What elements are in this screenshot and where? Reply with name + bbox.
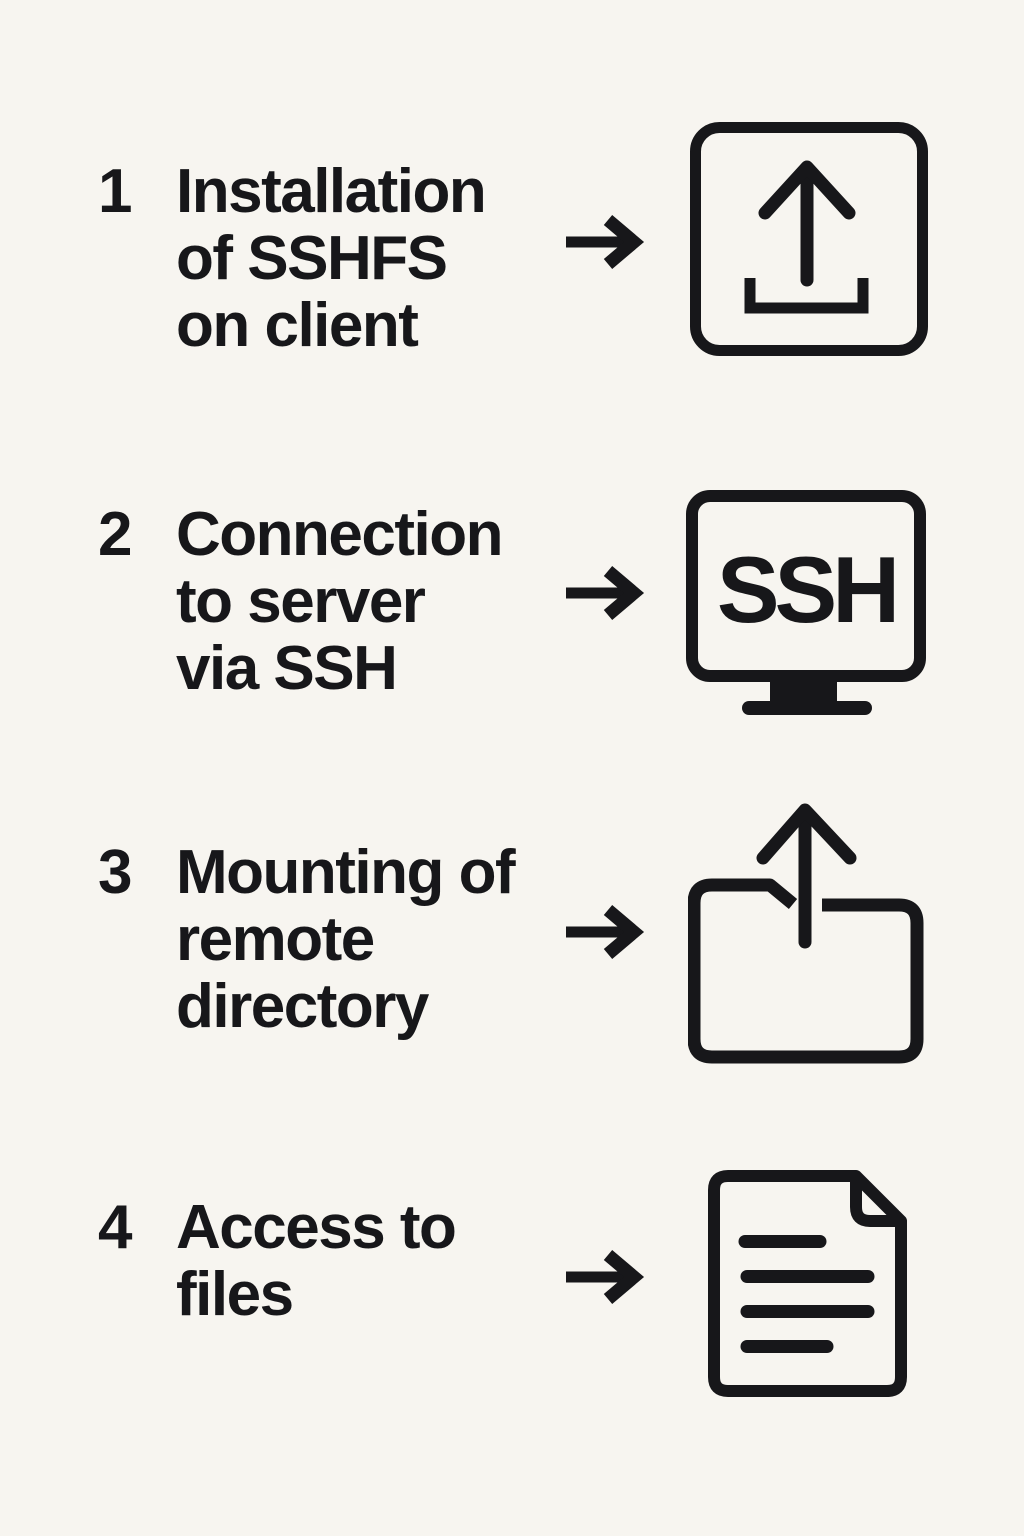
- step-number: 1: [98, 157, 132, 226]
- file-document-icon: [708, 1170, 907, 1397]
- step-number: 4: [98, 1193, 132, 1262]
- step-label: Access to files: [176, 1193, 457, 1329]
- step-row-3: 3 Mounting of remote directory: [0, 800, 1024, 1080]
- arrow-right-icon: [566, 566, 645, 620]
- step-row-2: 2 Connection to server via SSH SSH: [0, 490, 1024, 730]
- step-row-4: 4 Access to files: [0, 1170, 1024, 1410]
- folder-upload-icon: [688, 803, 924, 1064]
- ssh-monitor-icon: SSH: [686, 490, 926, 715]
- arrow-right-icon: [566, 215, 645, 269]
- step-label: Installation of SSHFS on client: [176, 157, 487, 360]
- step-label: Mounting of remote directory: [176, 838, 516, 1041]
- upload-icon: [690, 122, 928, 356]
- step-label: Connection to server via SSH: [176, 500, 503, 703]
- step-number: 3: [98, 838, 132, 907]
- arrow-right-icon: [566, 905, 645, 959]
- step-row-1: 1 Installation of SSHFS on client: [0, 120, 1024, 390]
- arrow-right-icon: [566, 1250, 645, 1304]
- ssh-label: SSH: [717, 537, 895, 642]
- step-number: 2: [98, 500, 132, 569]
